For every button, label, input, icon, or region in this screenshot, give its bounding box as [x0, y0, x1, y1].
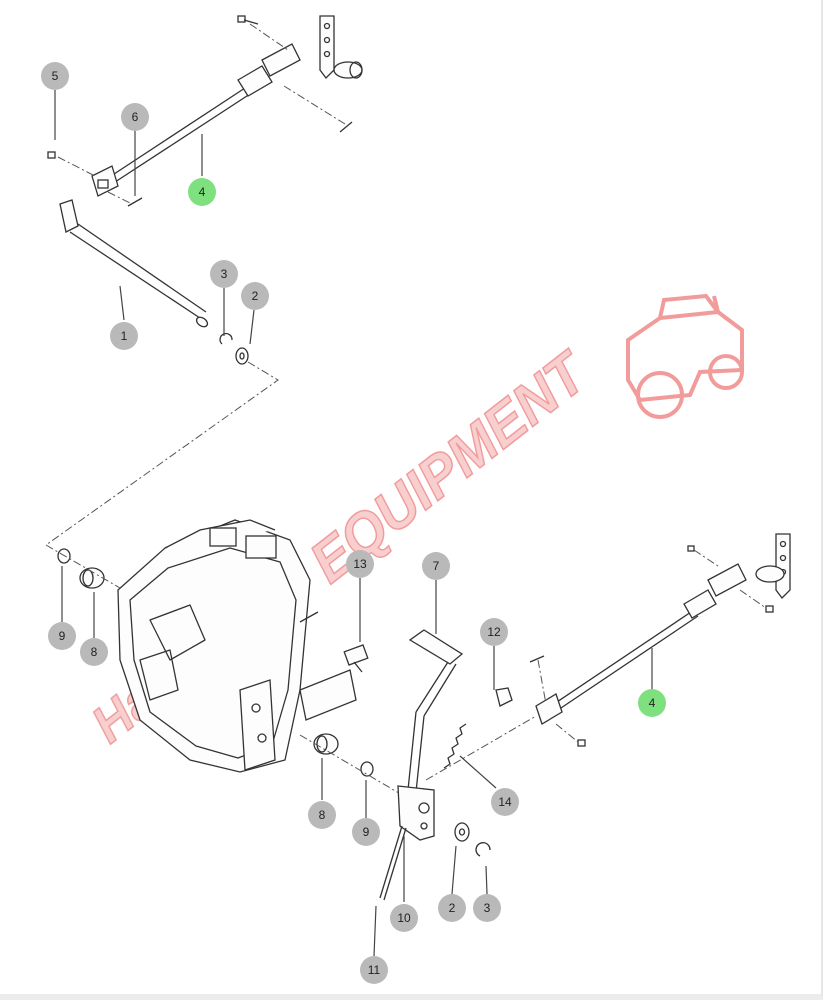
callout-3-bottom[interactable]: 3	[473, 894, 501, 922]
assembly-connector-line	[45, 361, 279, 546]
bolt-bottom-right	[555, 545, 774, 747]
callout-12[interactable]: 12	[480, 618, 508, 646]
callout-4-top[interactable]: 4	[188, 178, 216, 206]
callout-label: 3	[484, 901, 491, 915]
callout-label: 12	[487, 625, 501, 639]
pin-6	[107, 191, 143, 207]
pin-top-right	[339, 121, 353, 133]
circlip-3-bottom	[475, 842, 491, 857]
top-linkage-assembly	[47, 15, 363, 365]
callout-11[interactable]: 11	[360, 956, 388, 984]
callout-7[interactable]: 7	[422, 552, 450, 580]
lever-bracket-top	[319, 15, 363, 79]
callout-label: 6	[132, 110, 139, 124]
leader-lines	[54, 90, 653, 957]
callout-6[interactable]: 6	[121, 103, 149, 131]
callout-9-left[interactable]: 9	[48, 622, 76, 650]
washer-2-top	[235, 347, 249, 365]
callout-label: 4	[199, 185, 206, 199]
callout-8-bottom[interactable]: 8	[308, 801, 336, 829]
callout-label: 10	[397, 911, 411, 925]
clutch-pedal-7	[397, 629, 464, 841]
callout-14[interactable]: 14	[491, 788, 519, 816]
circlip-3-top	[219, 332, 233, 345]
cross-shaft-1	[59, 199, 209, 328]
callout-label: 2	[252, 289, 259, 303]
pin-lower-left	[529, 655, 547, 705]
callout-label: 14	[498, 795, 512, 809]
callout-5[interactable]: 5	[41, 62, 69, 90]
callout-label: 13	[353, 557, 367, 571]
callout-8-left[interactable]: 8	[80, 638, 108, 666]
callout-2-bottom[interactable]: 2	[438, 894, 466, 922]
bolt-top-right	[237, 15, 259, 25]
watermark-brand-text: EQUIPMENT	[298, 338, 601, 595]
callout-label: 8	[91, 645, 98, 659]
callout-4-bottom[interactable]: 4	[638, 689, 666, 717]
rod-11	[379, 825, 407, 901]
oring-9-left	[57, 548, 71, 564]
spring-14	[443, 723, 467, 769]
transmission-housing	[117, 519, 357, 773]
linkage-rod-top	[91, 43, 301, 197]
oring-9-bottom	[360, 761, 374, 777]
callout-label: 4	[649, 696, 656, 710]
bolt-5	[47, 151, 96, 177]
tractor-logo-icon	[626, 293, 744, 419]
callout-label: 5	[52, 69, 59, 83]
callout-label: 8	[319, 808, 326, 822]
callout-10[interactable]: 10	[390, 904, 418, 932]
fitting-13	[343, 644, 369, 673]
lever-bracket-bottom	[755, 533, 791, 599]
callout-label: 9	[59, 629, 66, 643]
callout-2-top[interactable]: 2	[241, 282, 269, 310]
callout-label: 1	[121, 329, 128, 343]
nut-12	[495, 687, 513, 707]
linkage-rod-bottom	[535, 563, 747, 725]
washer-2-bottom	[454, 822, 470, 842]
callout-label: 9	[363, 825, 370, 839]
bushing-8-left	[79, 567, 105, 589]
callout-13[interactable]: 13	[346, 550, 374, 578]
callout-label: 3	[221, 267, 228, 281]
callout-label: 11	[368, 963, 381, 977]
bushing-8-bottom	[313, 733, 339, 755]
callout-label: 7	[433, 559, 440, 573]
callout-9-bottom[interactable]: 9	[352, 818, 380, 846]
callout-1[interactable]: 1	[110, 322, 138, 350]
callout-label: 2	[449, 901, 456, 915]
callout-3-top[interactable]: 3	[210, 260, 238, 288]
